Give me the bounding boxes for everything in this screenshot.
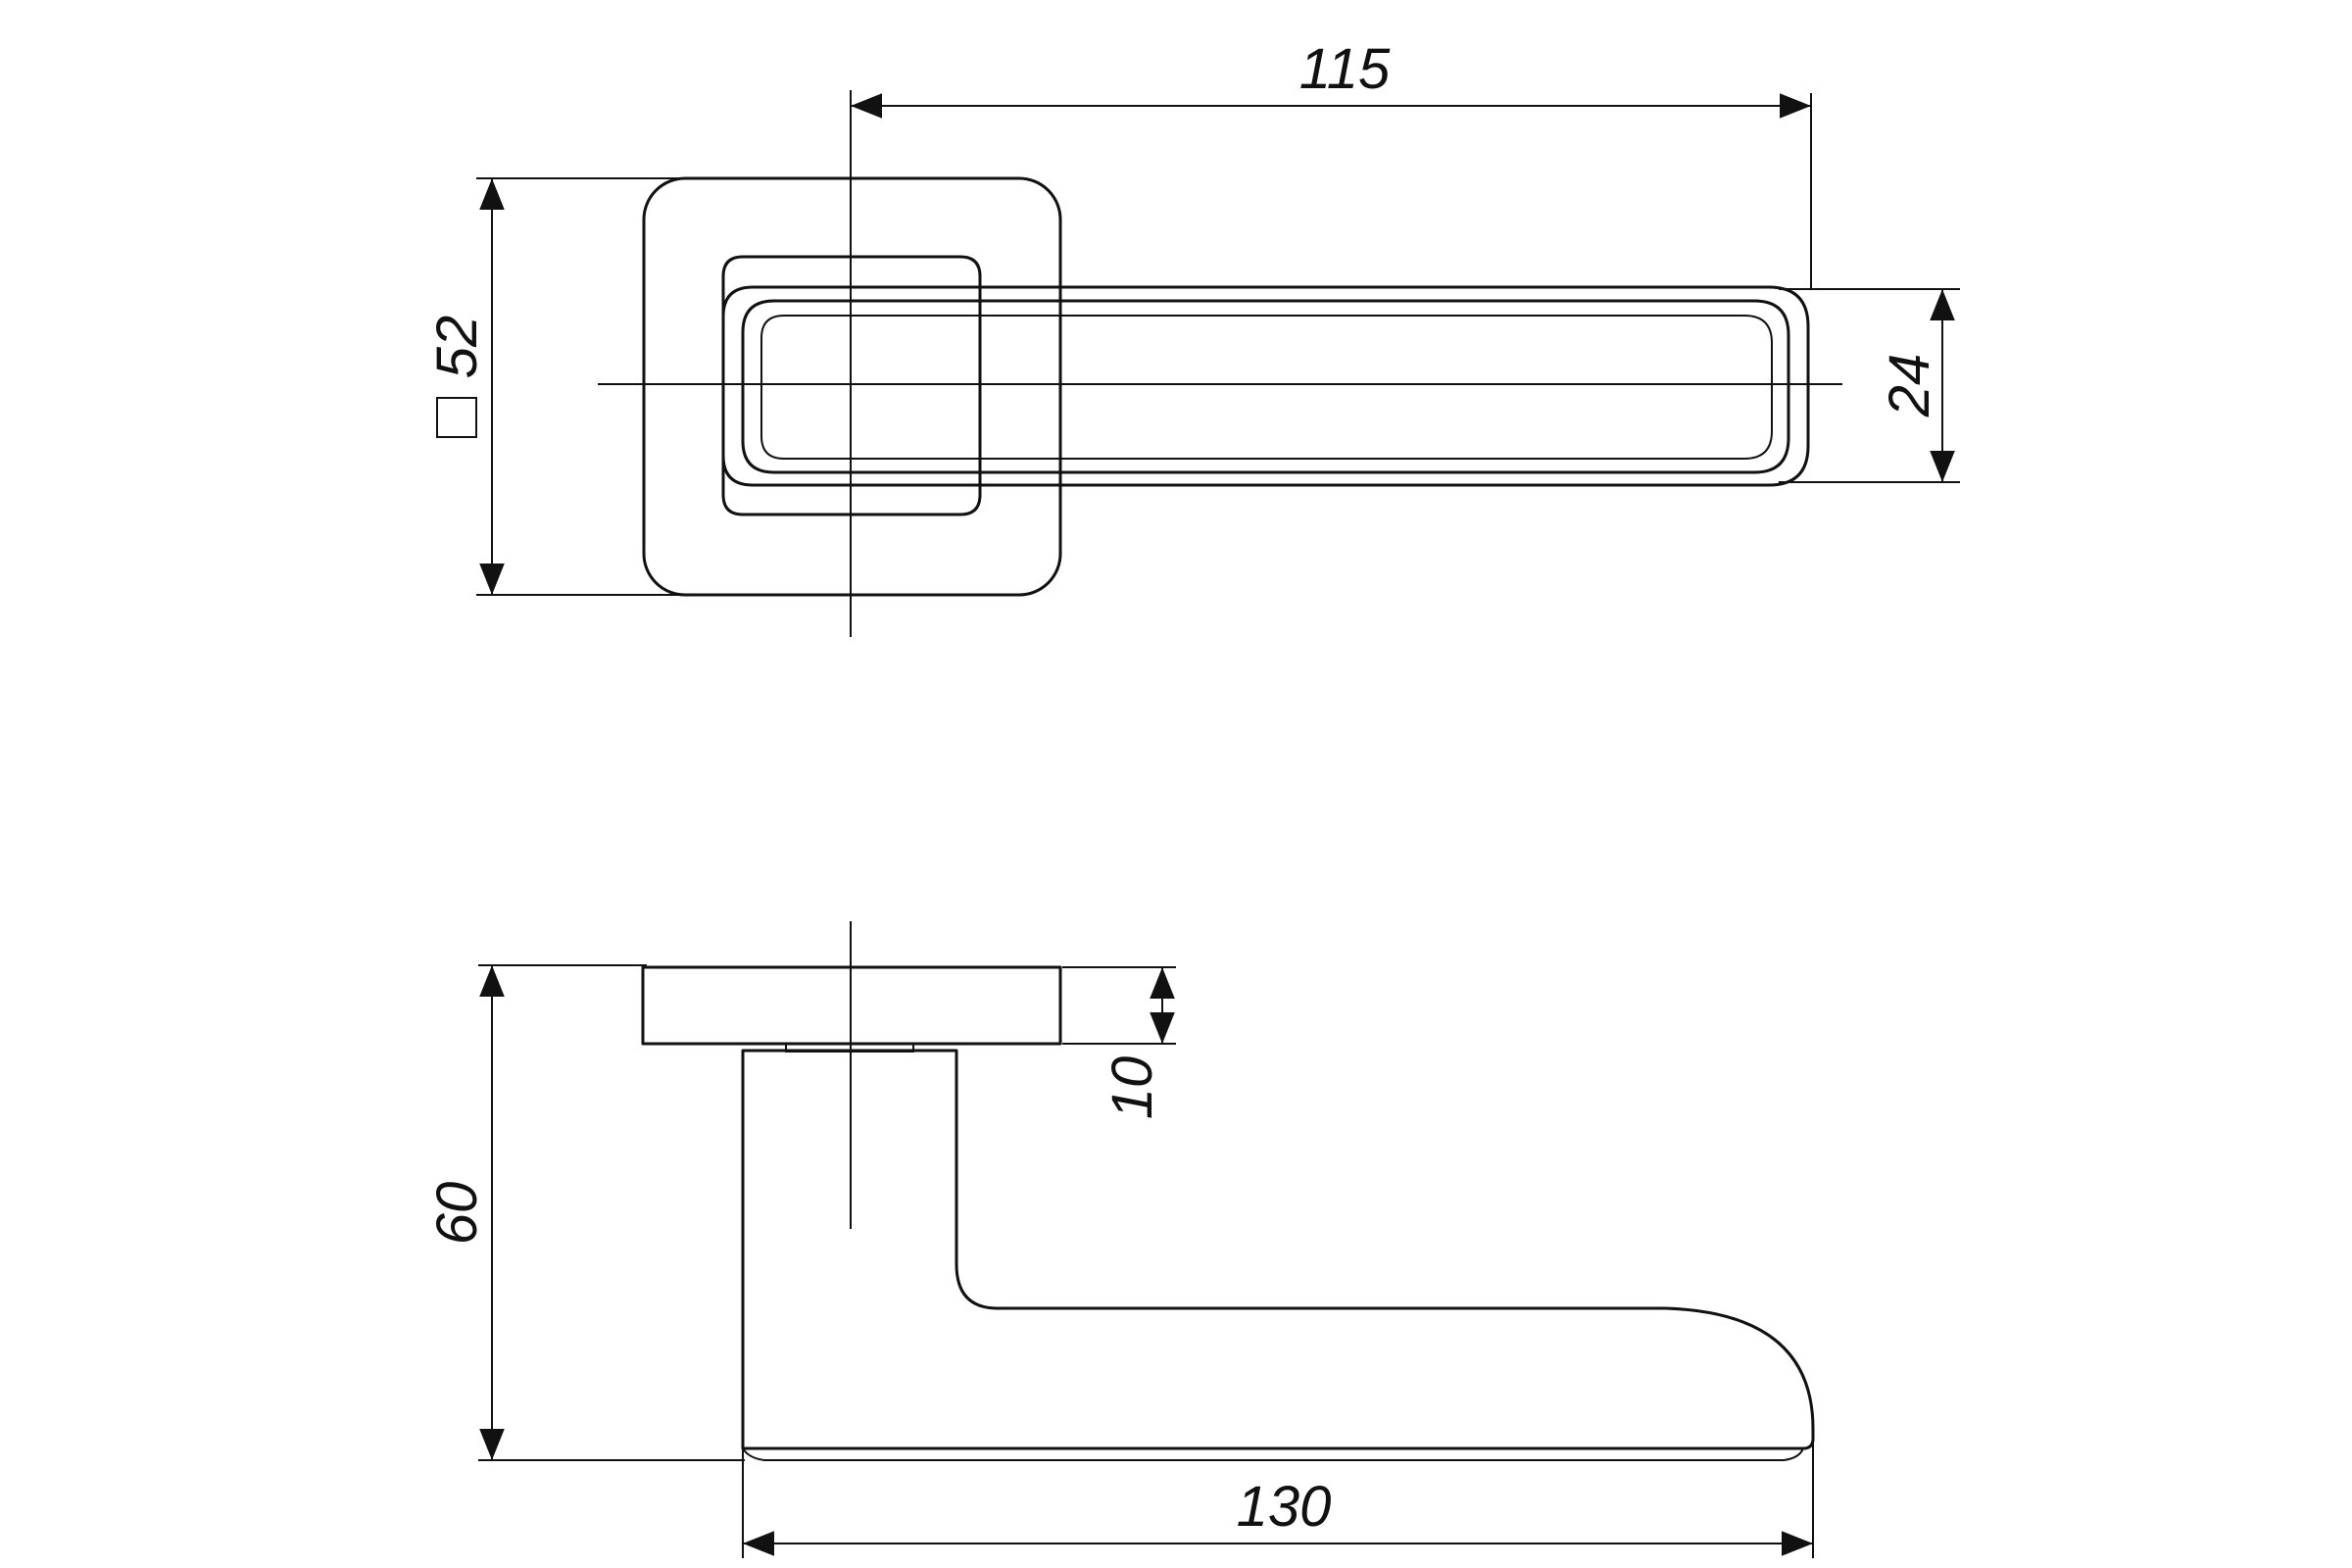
dim-52-label: 52 <box>425 316 489 379</box>
side-handle-profile <box>741 1049 1815 1450</box>
dim-10-label: 10 <box>1101 1056 1164 1120</box>
side-view: 60 10 130 <box>425 921 1815 1558</box>
dim-115-label: 115 <box>1299 37 1391 101</box>
handle-inner-outline <box>760 315 1773 460</box>
dim-24-label: 24 <box>1878 354 1941 418</box>
top-view: 115 24 52 <box>425 37 1960 637</box>
handle-outer-outline <box>721 285 1810 487</box>
dim-60-label: 60 <box>425 1182 489 1246</box>
rose-outline <box>642 176 1062 597</box>
handle-middle-outline <box>741 299 1790 474</box>
side-handle-base-strip <box>742 1447 1805 1461</box>
square-symbol <box>436 397 477 438</box>
dim-130-label: 130 <box>1237 1475 1332 1539</box>
rose-inner-profile <box>721 255 982 516</box>
